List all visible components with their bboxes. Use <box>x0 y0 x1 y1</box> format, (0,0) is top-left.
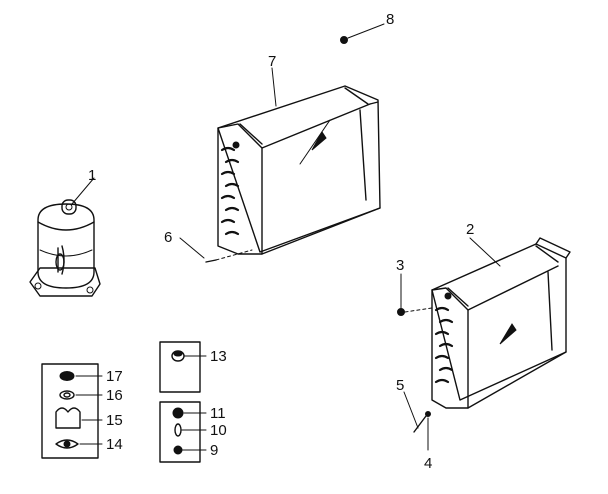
screw-part-8 <box>340 23 385 44</box>
callout-10: 10 <box>210 422 227 439</box>
callout-14: 14 <box>106 436 123 453</box>
callout-16: 16 <box>106 387 123 404</box>
compressor <box>29 199 101 297</box>
callout-5: 5 <box>396 377 404 394</box>
rod-part-5 <box>403 391 427 433</box>
top-coil <box>217 85 381 255</box>
callout-11: 11 <box>210 405 226 422</box>
callout-17: 17 <box>106 368 123 385</box>
callout-15: 15 <box>106 412 123 429</box>
callout-13: 13 <box>210 348 227 365</box>
callout-4: 4 <box>424 455 432 472</box>
parts-card-13 <box>159 341 207 393</box>
screw-part-3 <box>397 273 433 316</box>
callout-9: 9 <box>210 442 218 459</box>
callout-8: 8 <box>386 11 394 28</box>
callout-3: 3 <box>396 257 404 274</box>
callout-6: 6 <box>164 229 172 246</box>
callout-1: 1 <box>88 167 96 184</box>
fitting-part-4 <box>425 411 431 451</box>
parts-card-9-11 <box>159 401 207 463</box>
screw-part-6 <box>179 237 253 263</box>
callout-2: 2 <box>466 221 474 238</box>
bottom-coil <box>431 237 571 409</box>
leader-lines <box>71 67 501 267</box>
parts-card-14-17 <box>41 363 103 459</box>
callout-7: 7 <box>268 53 276 70</box>
